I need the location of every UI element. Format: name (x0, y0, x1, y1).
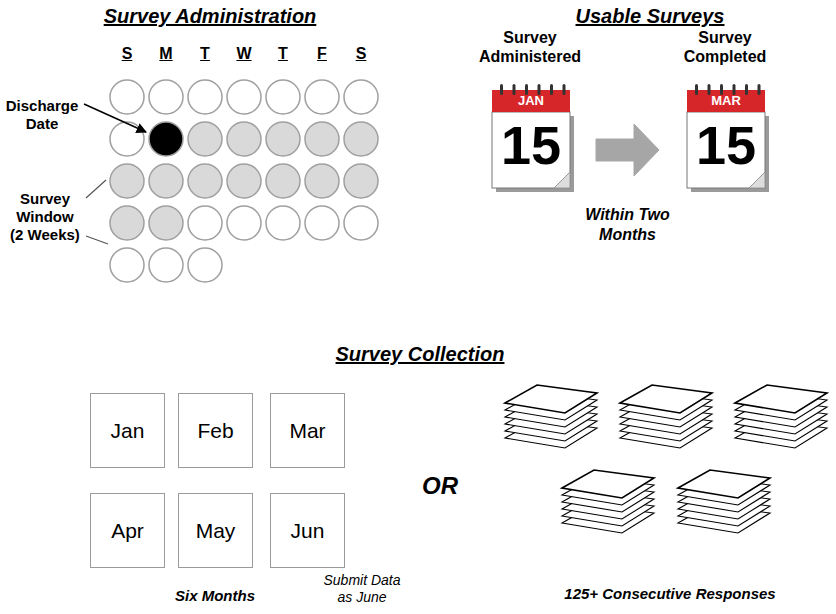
section-heading: Usable Surveys (550, 4, 750, 28)
label-holder: Six Months (145, 587, 285, 605)
day-circle (266, 122, 300, 156)
day-circle (344, 164, 378, 198)
month-box: Mar (270, 393, 345, 468)
calendar-grid (110, 80, 378, 282)
label-holder: Usable Surveys (550, 4, 750, 28)
month-box: Jun (270, 493, 345, 568)
edge-label: Within Two Months (578, 205, 678, 245)
paper-sheet (620, 385, 712, 413)
paper-sheet (678, 470, 770, 498)
calendar-heading: Survey Administered (470, 28, 590, 68)
label-holder: Survey Administration (80, 4, 340, 28)
calendar-day: 15 (696, 110, 756, 180)
weekday-letter: W (231, 44, 257, 63)
day-circle (149, 80, 183, 114)
day-circle (344, 206, 378, 240)
label-holder: Submit Data as June (318, 572, 406, 606)
note-label: Submit Data as June (318, 572, 406, 606)
month-box: Apr (90, 493, 165, 568)
label-holder: 125+ Consecutive Responses (540, 585, 800, 603)
day-circle (149, 164, 183, 198)
edge-label-holder: Within Two Months (578, 205, 678, 245)
day-circle (188, 248, 222, 282)
or-label: OR (410, 472, 470, 500)
day-circle (110, 206, 144, 240)
label-holder: Survey Window (2 Weeks) (9, 190, 82, 244)
day-circle (110, 164, 144, 198)
calendar-day: 15 (501, 110, 561, 180)
month-name: Feb (197, 419, 233, 443)
section-heading: Survey Collection (310, 342, 530, 366)
weekday-letter: S (114, 44, 140, 63)
day-circle (227, 206, 261, 240)
month-name: Jan (111, 419, 145, 443)
day-circle (188, 122, 222, 156)
day-circle (305, 80, 339, 114)
day-circle (110, 122, 144, 156)
label-holder: W (231, 44, 257, 63)
day-circle (227, 164, 261, 198)
day-circle (188, 206, 222, 240)
callout-label: Discharge Date (0, 97, 84, 133)
leader-arrow (84, 104, 146, 132)
weekday-letter: T (270, 44, 296, 63)
day-circle (305, 164, 339, 198)
day-circle (149, 206, 183, 240)
calendar-icon: Survey CompletedMAR15 (665, 28, 785, 203)
label-holder: T (270, 44, 296, 63)
weekday-letter: F (309, 44, 335, 63)
weekday-letter: T (192, 44, 218, 63)
label-holder: M (153, 44, 179, 63)
calendar-icon: Survey AdministeredJAN15 (470, 28, 590, 203)
paper-sheet (735, 385, 827, 413)
calendar-heading: Survey Completed (665, 28, 785, 68)
label-holder: Survey Collection (310, 342, 530, 366)
day-circle (266, 206, 300, 240)
month-name: Mar (289, 419, 325, 443)
day-circle (149, 248, 183, 282)
month-name: Apr (111, 519, 144, 543)
weekday-letter: M (153, 44, 179, 63)
day-circle (344, 122, 378, 156)
weekday-letter: S (348, 44, 374, 63)
label-holder: F (309, 44, 335, 63)
day-circle (266, 164, 300, 198)
label-holder: T (192, 44, 218, 63)
paper-sheet (505, 385, 597, 413)
bracket-line (86, 180, 106, 198)
callout-label: Survey Window (2 Weeks) (9, 190, 82, 244)
label-holder: S (348, 44, 374, 63)
day-circle (110, 248, 144, 282)
day-circle (188, 80, 222, 114)
label-holder: S (114, 44, 140, 63)
month-box: May (178, 493, 253, 568)
paper-stacks (505, 385, 827, 533)
day-circle (266, 80, 300, 114)
bracket-line (86, 236, 108, 244)
day-circle (305, 206, 339, 240)
caption-label: Six Months (145, 587, 285, 605)
day-circle (227, 80, 261, 114)
month-box: Feb (178, 393, 253, 468)
caption-label: 125+ Consecutive Responses (540, 585, 800, 603)
calendar-month: JAN (518, 92, 544, 110)
paper-sheet (562, 470, 654, 498)
month-name: May (196, 519, 236, 543)
day-circle (305, 122, 339, 156)
day-circle (227, 122, 261, 156)
label-holder: Discharge Date (0, 97, 84, 133)
month-box: Jan (90, 393, 165, 468)
calendar-month: MAR (711, 92, 741, 110)
month-name: Jun (291, 519, 325, 543)
block-arrow (596, 124, 659, 176)
day-circle (188, 164, 222, 198)
day-circle (149, 122, 183, 156)
day-circle (344, 80, 378, 114)
label-holder: OR (410, 472, 470, 500)
section-heading: Survey Administration (80, 4, 340, 28)
day-circle (110, 80, 144, 114)
